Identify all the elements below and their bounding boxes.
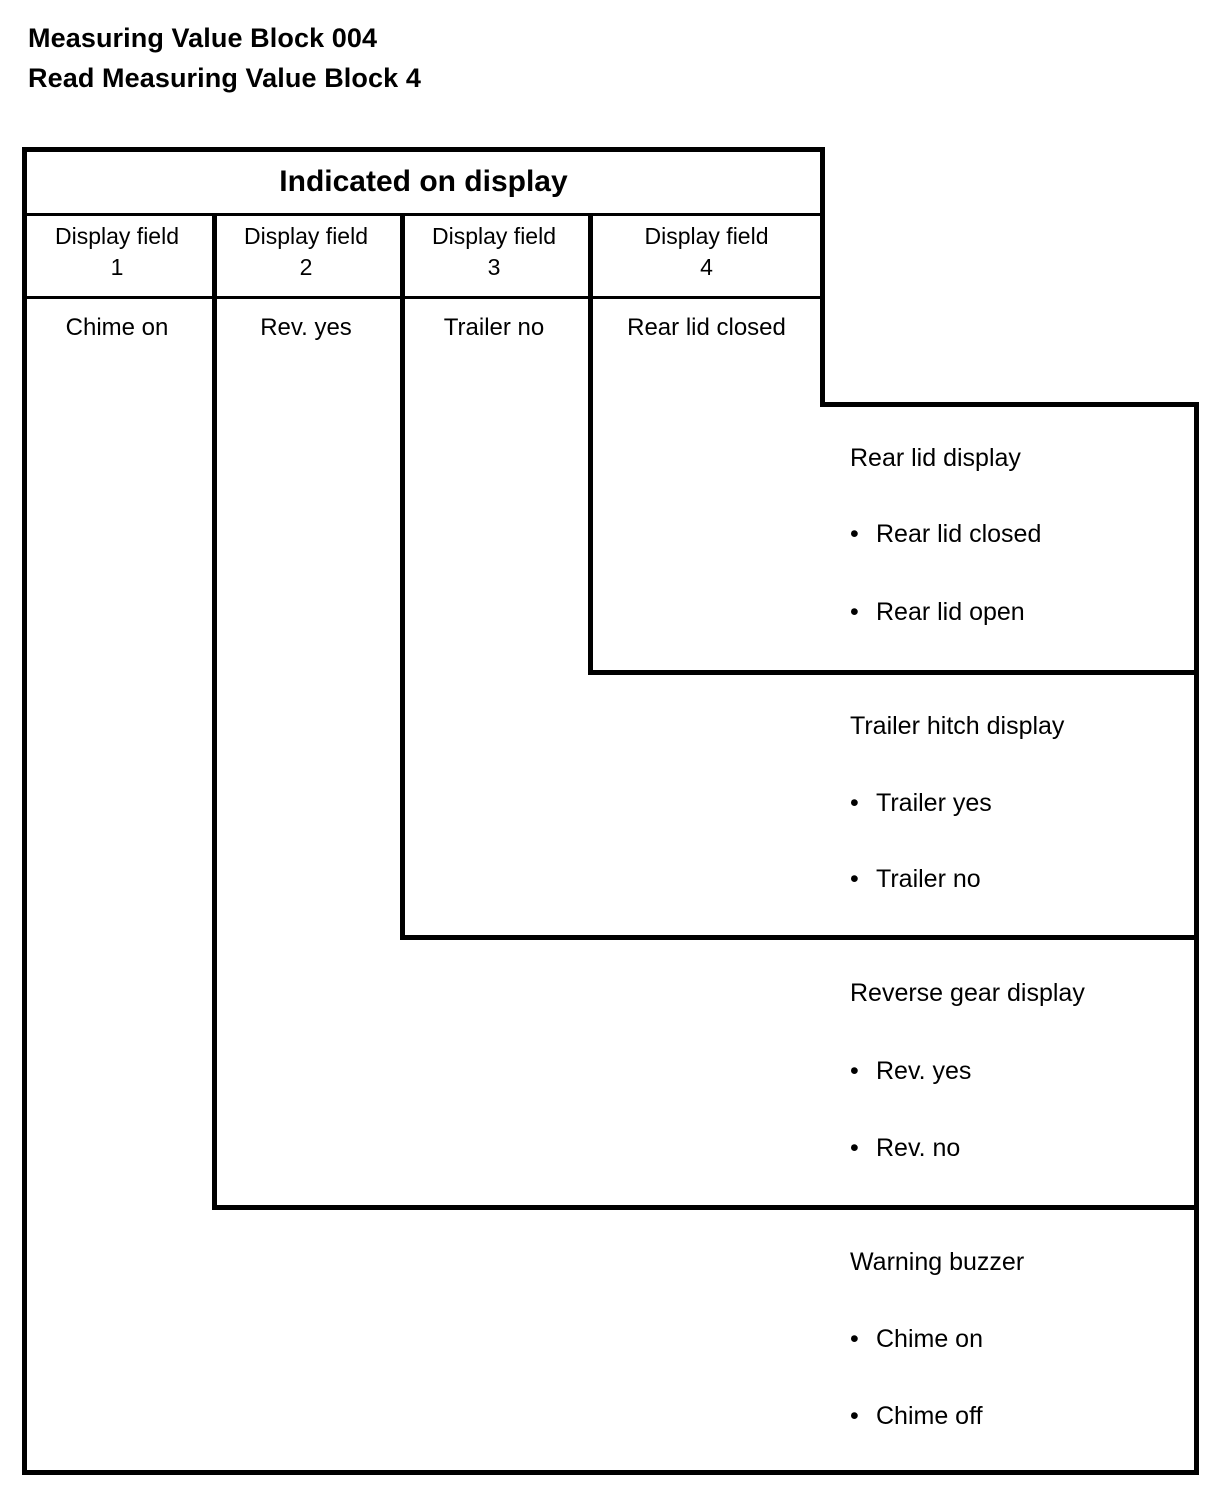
callout-4-option-2-label: Chime off bbox=[876, 1402, 983, 1430]
table-cell-value-2: Rev. yes bbox=[260, 314, 352, 341]
callout-4-option-1: • Chime on bbox=[850, 1325, 983, 1354]
title-line-secondary: Read Measuring Value Block 4 bbox=[28, 63, 421, 93]
callout-3-title: Reverse gear display bbox=[850, 979, 1085, 1007]
outline-bottom-edge bbox=[22, 1470, 1199, 1475]
table-cell-value-3: Trailer no bbox=[443, 314, 545, 341]
callout-1-option-2: • Rear lid open bbox=[850, 598, 1025, 627]
outline-step2-horizontal bbox=[588, 670, 1199, 675]
callout-4-option-1-label: Chime on bbox=[876, 1325, 983, 1353]
bullet-icon: • bbox=[850, 865, 859, 893]
bullet-icon: • bbox=[850, 520, 859, 548]
outline-step3-vertical bbox=[400, 213, 405, 938]
column-head-2-number: 2 bbox=[299, 254, 313, 280]
callout-3-option-2-label: Rev. no bbox=[876, 1134, 961, 1162]
callout-3-option-2: • Rev. no bbox=[850, 1134, 960, 1163]
bullet-icon: • bbox=[850, 1402, 859, 1430]
outline-step4-horizontal bbox=[212, 1205, 1199, 1210]
bullet-icon: • bbox=[850, 789, 859, 817]
callout-1-option-1: • Rear lid closed bbox=[850, 520, 1041, 549]
callout-2-option-2-label: Trailer no bbox=[876, 865, 981, 893]
column-head-2-label: Display field bbox=[244, 223, 368, 249]
callout-1-option-1-label: Rear lid closed bbox=[876, 520, 1042, 548]
table-rule-under-header bbox=[22, 213, 825, 216]
title-line-primary: Measuring Value Block 004 bbox=[28, 23, 378, 53]
callout-2-title: Trailer hitch display bbox=[850, 712, 1065, 740]
column-head-3: Display field 3 bbox=[400, 221, 588, 283]
bullet-icon: • bbox=[850, 598, 859, 626]
table-header-title: Indicated on display bbox=[279, 165, 568, 198]
column-head-3-number: 3 bbox=[487, 254, 501, 280]
column-head-3-label: Display field bbox=[432, 223, 556, 249]
callout-1-title: Rear lid display bbox=[850, 444, 1021, 472]
bullet-icon: • bbox=[850, 1325, 859, 1353]
table-rule-under-column-heads bbox=[22, 296, 825, 299]
callout-3-option-1-label: Rev. yes bbox=[876, 1057, 972, 1085]
callout-2-option-2: • Trailer no bbox=[850, 865, 981, 894]
callout-2-option-1: • Trailer yes bbox=[850, 789, 992, 818]
outline-step4-vertical bbox=[212, 213, 217, 1208]
column-head-1: Display field 1 bbox=[22, 221, 212, 283]
column-head-1-label: Display field bbox=[55, 223, 179, 249]
outline-step3-horizontal bbox=[400, 935, 1199, 940]
outline-step1-vertical bbox=[820, 147, 825, 405]
callout-4-option-2: • Chime off bbox=[850, 1402, 983, 1431]
page-title: Measuring Value Block 004 Read Measuring… bbox=[28, 18, 928, 98]
callout-3-option-1: • Rev. yes bbox=[850, 1057, 971, 1086]
outline-top-edge bbox=[22, 147, 825, 152]
outline-left-edge bbox=[22, 147, 27, 1475]
column-head-4: Display field 4 bbox=[588, 221, 825, 283]
outline-step1-horizontal bbox=[820, 402, 1199, 407]
column-head-4-number: 4 bbox=[700, 254, 713, 280]
callout-1-option-2-label: Rear lid open bbox=[876, 598, 1025, 626]
bullet-icon: • bbox=[850, 1057, 859, 1085]
outline-step2-vertical bbox=[588, 213, 593, 673]
bullet-icon: • bbox=[850, 1134, 859, 1162]
table-cell-value-4: Rear lid closed bbox=[627, 314, 786, 341]
column-head-2: Display field 2 bbox=[212, 221, 400, 283]
callout-2-option-1-label: Trailer yes bbox=[876, 789, 992, 817]
table-cell-value-1: Chime on bbox=[65, 314, 169, 341]
column-head-1-number: 1 bbox=[110, 254, 124, 280]
callout-4-title: Warning buzzer bbox=[850, 1248, 1025, 1276]
column-head-4-label: Display field bbox=[644, 223, 769, 249]
